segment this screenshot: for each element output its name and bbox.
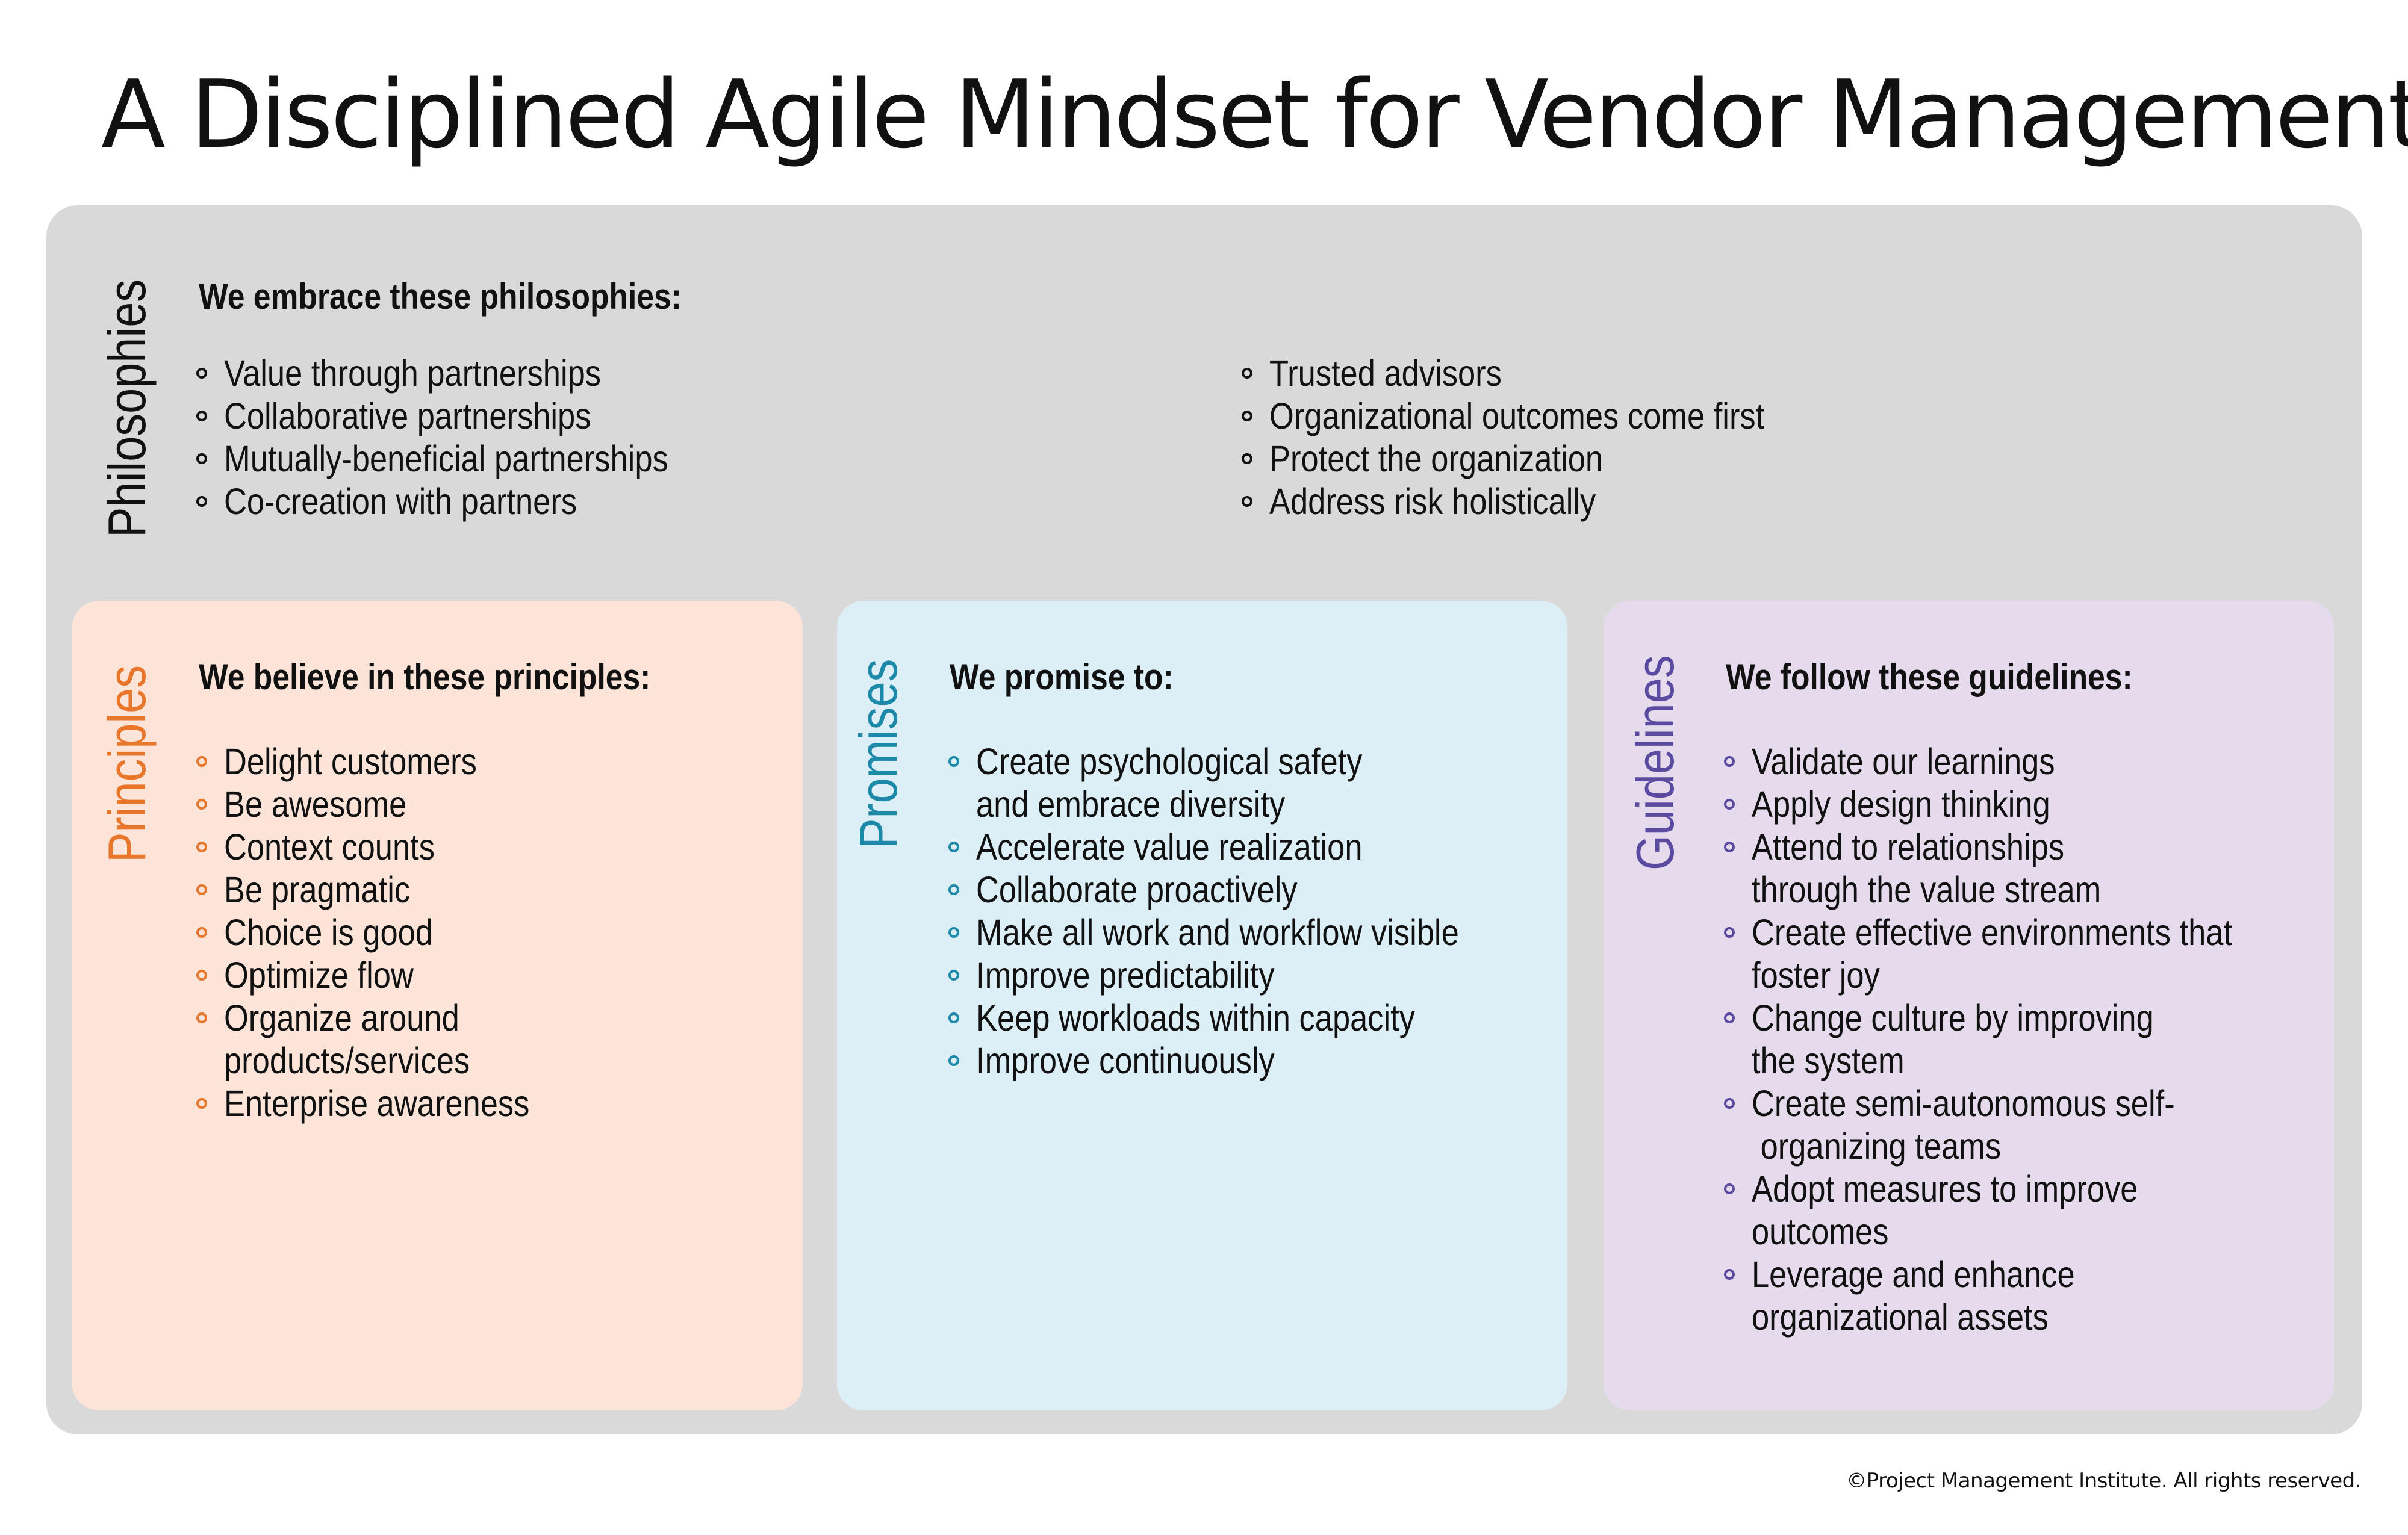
list-item-text: Create psychological safety and embrace …	[976, 741, 1363, 825]
list-item: Make all work and workflow visible	[948, 911, 1537, 954]
list-item-text: Collaborate proactively	[976, 869, 1298, 910]
list-item-text: Validate our learnings	[1752, 741, 2055, 782]
list-item: Attend to relationships through the valu…	[1724, 826, 2310, 911]
list-item: Leverage and enhance organizational asse…	[1724, 1253, 2310, 1339]
promises-card	[837, 601, 1567, 1410]
list-item-text: Organizational outcomes come first	[1269, 395, 1765, 436]
list-item-text: Make all work and workflow visible	[976, 912, 1459, 953]
list-item: Delight customers	[196, 740, 579, 783]
principles-label-text: Principles	[97, 665, 157, 863]
list-item-text: Trusted advisors	[1269, 353, 1502, 394]
list-item: Choice is good	[196, 911, 579, 954]
list-item-text: Keep workloads within capacity	[976, 997, 1415, 1038]
list-item-text: Adopt measures to improve outcomes	[1752, 1168, 2138, 1252]
philosophies-label: Philosophies	[97, 237, 157, 538]
principles-label: Principles	[97, 633, 157, 863]
list-item-text: Context counts	[224, 826, 435, 867]
list-item: Keep workloads within capacity	[948, 997, 1537, 1040]
list-item-text: Create effective environments that foste…	[1752, 912, 2233, 996]
list-item: Create effective environments that foste…	[1724, 911, 2310, 997]
list-item: Collaborative partnerships	[196, 395, 741, 438]
promises-list: Create psychological safety and embrace …	[948, 740, 1537, 1082]
promises-label: Promises	[848, 628, 908, 849]
list-item-text: Improve predictability	[976, 955, 1275, 996]
list-item: Address risk holistically	[1242, 480, 1845, 523]
philosophies-heading: We embrace these philosophies:	[199, 276, 682, 317]
list-item: Value through partnerships	[196, 352, 741, 395]
list-item-text: Attend to relationships through the valu…	[1752, 826, 2102, 910]
list-item: Enterprise awareness	[196, 1082, 579, 1125]
list-item: Mutually-beneficial partnerships	[196, 438, 741, 480]
principles-heading: We believe in these principles:	[199, 657, 651, 697]
list-item: Improve continuously	[948, 1040, 1537, 1082]
list-item: Trusted advisors	[1242, 352, 1845, 395]
list-item: Adopt measures to improve outcomes	[1724, 1168, 2310, 1253]
list-item-text: Apply design thinking	[1752, 784, 2050, 825]
list-item-text: Leverage and enhance organizational asse…	[1752, 1254, 2075, 1338]
list-item: Create semi-autonomous self- organizing …	[1724, 1082, 2310, 1168]
list-item-text: Accelerate value realization	[976, 826, 1363, 867]
list-item-text: Organize around products/services	[224, 997, 470, 1081]
list-item: Change culture by improving the system	[1724, 997, 2310, 1082]
list-item-text: Co-creation with partners	[224, 481, 577, 522]
list-item-text: Change culture by improving the system	[1752, 997, 2154, 1081]
list-item-text: Address risk holistically	[1269, 481, 1596, 522]
list-item: Protect the organization	[1242, 438, 1845, 480]
list-item: Optimize flow	[196, 954, 579, 997]
list-item: Validate our learnings	[1724, 740, 2310, 783]
list-item-text: Protect the organization	[1269, 438, 1604, 479]
list-item-text: Enterprise awareness	[224, 1083, 530, 1124]
philosophies-label-text: Philosophies	[97, 279, 157, 538]
guidelines-heading: We follow these guidelines:	[1726, 657, 2133, 697]
list-item-text: Mutually-beneficial partnerships	[224, 438, 668, 479]
page-title: A Disciplined Agile Mindset for Vendor M…	[101, 60, 2408, 169]
promises-heading: We promise to:	[950, 657, 1174, 697]
list-item-text: Choice is good	[224, 912, 434, 953]
principles-card	[72, 601, 803, 1410]
list-item-text: Be awesome	[224, 784, 407, 825]
list-item: Co-creation with partners	[196, 480, 741, 523]
list-item: Organizational outcomes come first	[1242, 395, 1845, 438]
guidelines-label-text: Guidelines	[1625, 655, 1685, 870]
list-item: Organize around products/services	[196, 997, 579, 1082]
list-item: Improve predictability	[948, 954, 1537, 997]
list-item: Create psychological safety and embrace …	[948, 740, 1537, 826]
copyright-notice: ©Project Management Institute. All right…	[1846, 1469, 2361, 1493]
list-item: Collaborate proactively	[948, 869, 1537, 911]
list-item-text: Improve continuously	[976, 1040, 1275, 1081]
list-item: Context counts	[196, 826, 579, 869]
list-item: Be awesome	[196, 783, 579, 826]
list-item-text: Create semi-autonomous self- organizing …	[1752, 1083, 2175, 1167]
list-item: Accelerate value realization	[948, 826, 1537, 869]
list-item-text: Be pragmatic	[224, 869, 411, 910]
list-item: Apply design thinking	[1724, 783, 2310, 826]
list-item-text: Value through partnerships	[224, 353, 602, 394]
list-item-text: Optimize flow	[224, 955, 414, 996]
list-item-text: Delight customers	[224, 741, 477, 782]
list-item: Be pragmatic	[196, 869, 579, 911]
list-item-text: Collaborative partnerships	[224, 395, 591, 436]
promises-label-text: Promises	[848, 659, 908, 849]
guidelines-label: Guidelines	[1625, 620, 1685, 870]
